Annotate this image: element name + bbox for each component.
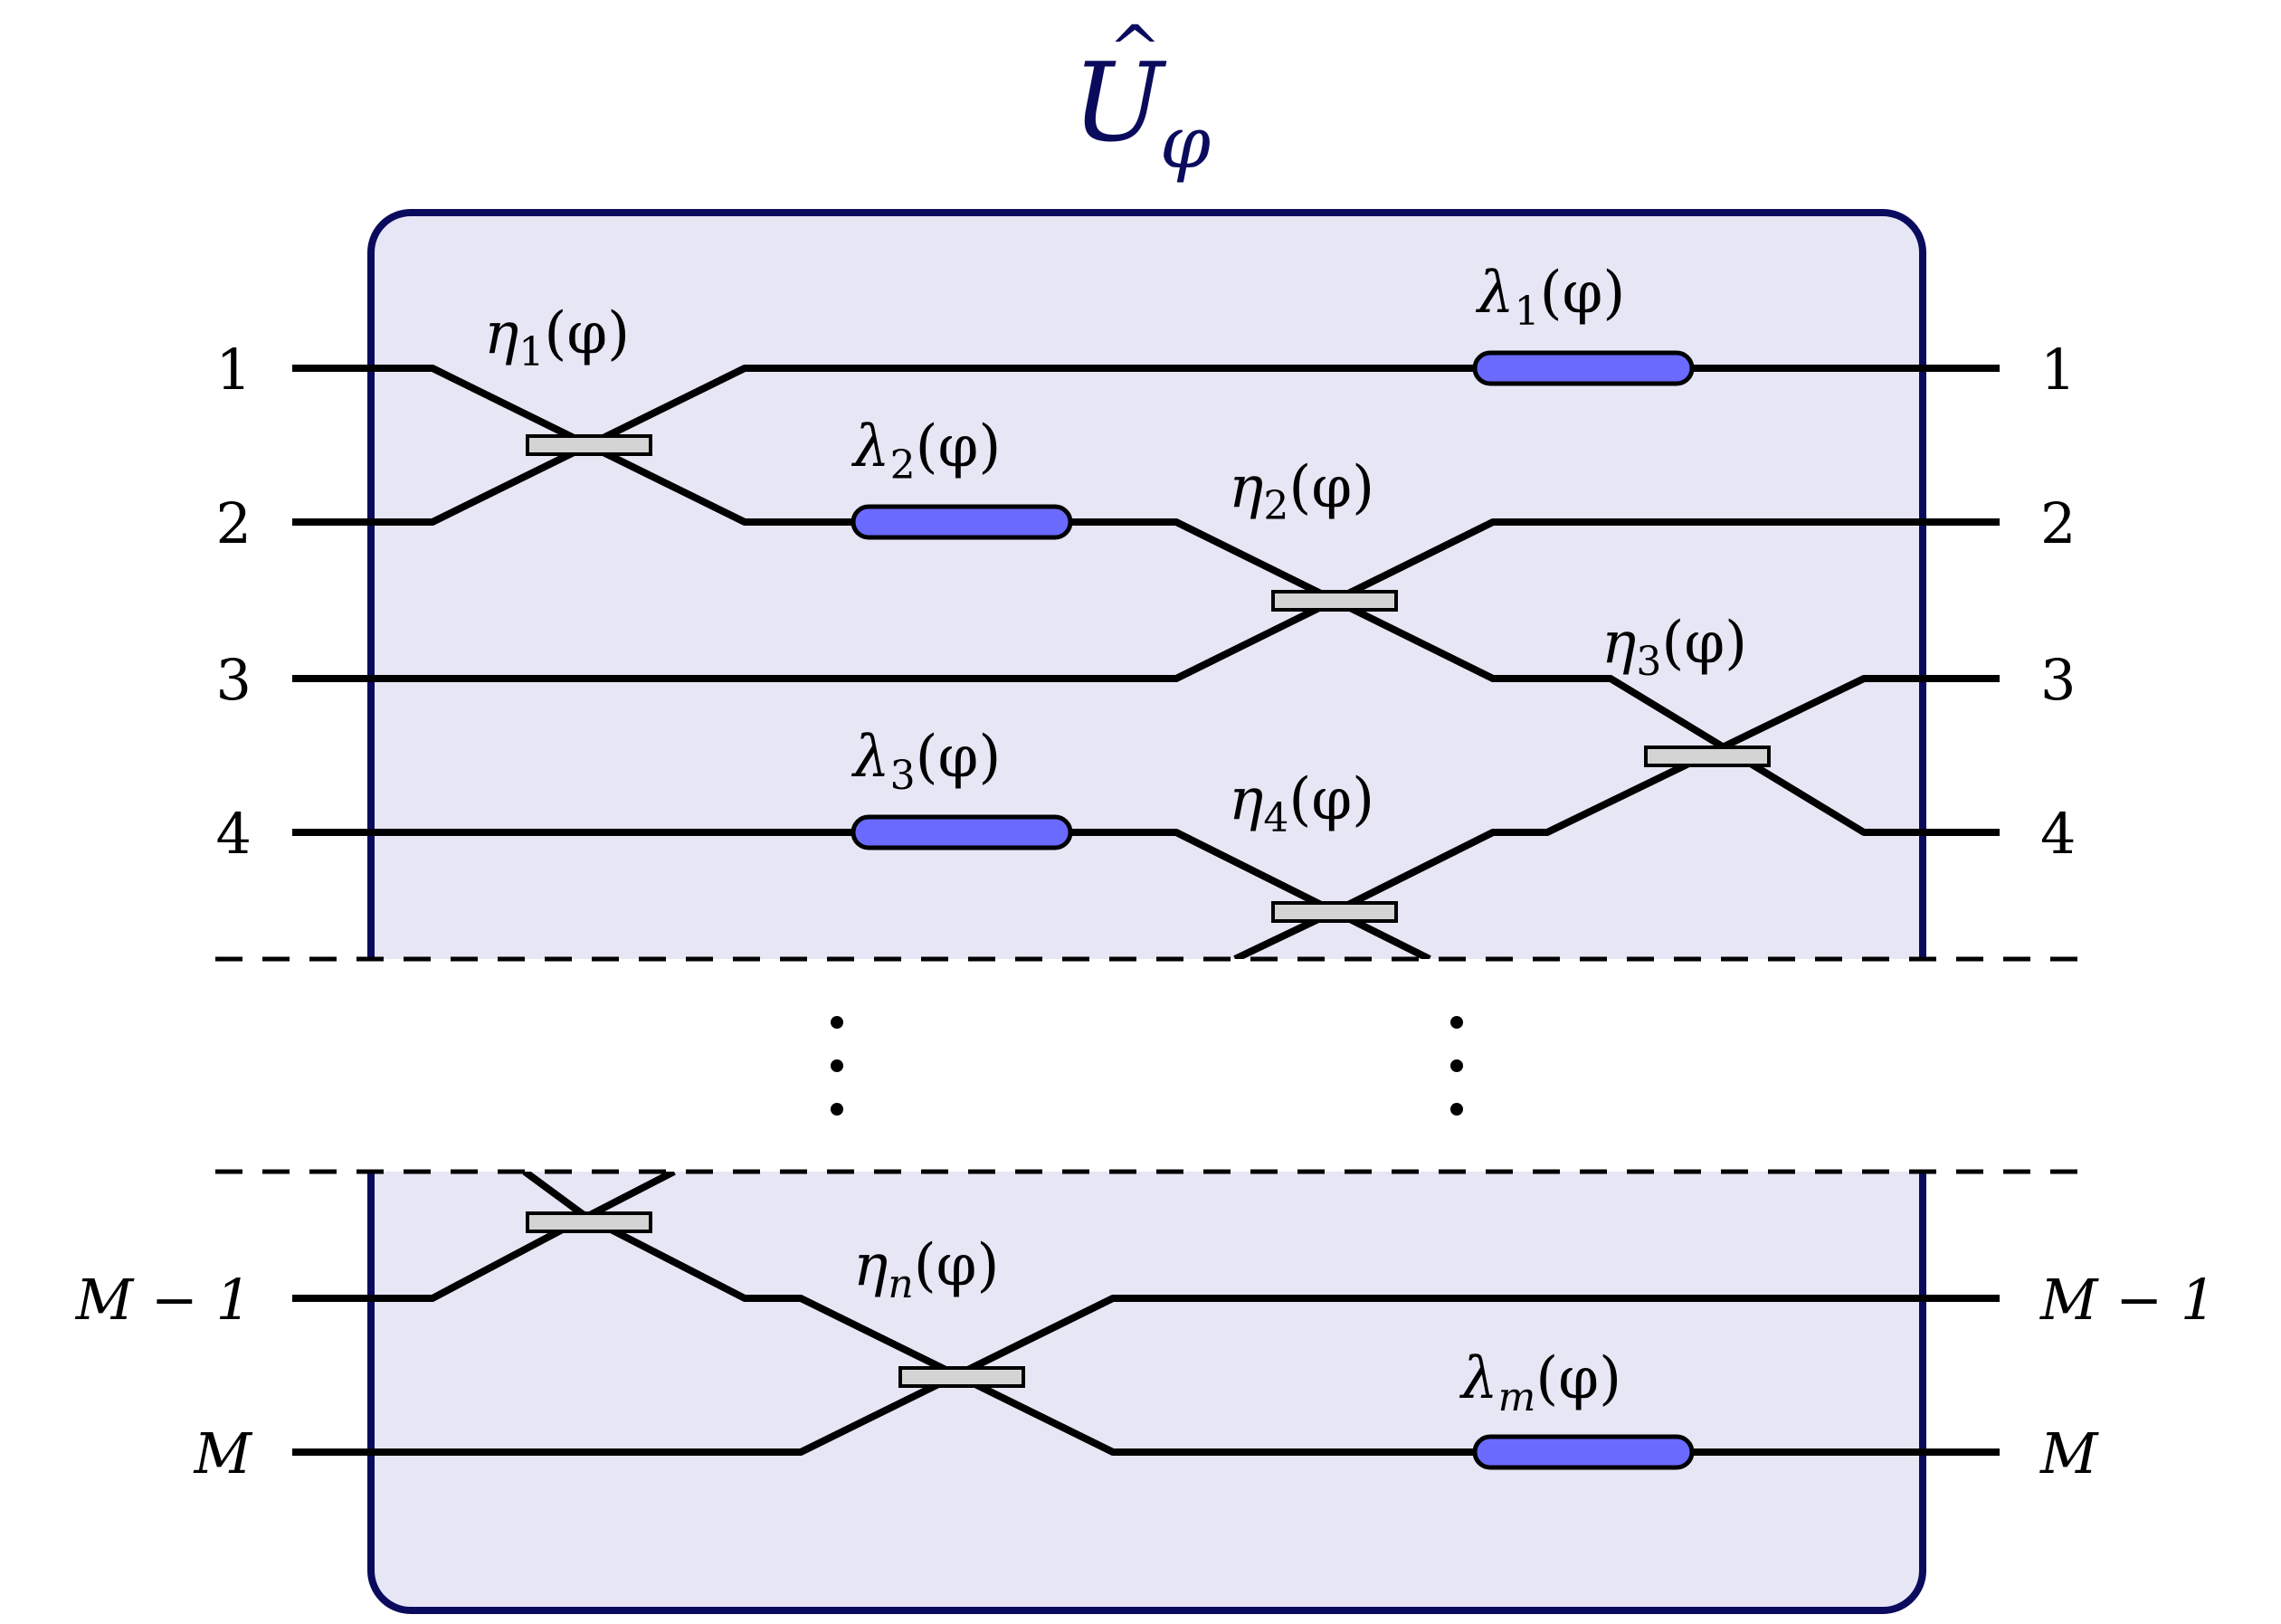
diagram-title: ^ U φ (1072, 12, 1211, 185)
beam-splitter-3 (1644, 746, 1771, 767)
mode-right-m: M (2039, 1420, 2099, 1486)
mode-labels-left: 1 2 3 4 M − 1 M (75, 337, 253, 1486)
phase-shifter-1 (1472, 350, 1695, 386)
phase-shifter-labels: λ1(φ) λ2(φ) λ3(φ) λm(φ) (851, 260, 1625, 1420)
label-lambda-1: λ1(φ) (1475, 260, 1625, 335)
label-lambda-2: λ2(φ) (851, 413, 1001, 489)
title-base: U (1072, 41, 1167, 166)
label-eta-1: η1(φ) (484, 300, 630, 375)
label-eta-3: η3(φ) (1601, 610, 1747, 685)
beam-splitter-labels: η1(φ) η2(φ) η3(φ) η4(φ) ηn(φ) (484, 300, 1747, 1307)
wire-m1-a (522, 1168, 1801, 1456)
mode-left-1: 1 (216, 337, 252, 403)
mode-right-m-minus-1: M − 1 (2039, 1267, 2216, 1333)
wire-m1-b (292, 1168, 676, 1302)
phase-shifters (851, 350, 1695, 1470)
wire-4 (292, 829, 1431, 963)
beam-splitter-n (898, 1366, 1025, 1388)
vertical-ellipsis-left (831, 1016, 843, 1116)
vertical-ellipsis-right (1450, 1016, 1463, 1116)
mode-labels-right: 1 2 3 4 M − 1 M (2039, 337, 2216, 1486)
beam-splitter-4 (1271, 901, 1398, 923)
phase-shifter-m (1472, 1434, 1695, 1470)
beam-splitter-5 (526, 1211, 652, 1233)
phase-shifter-3 (851, 814, 1073, 850)
label-eta-n: ηn(φ) (853, 1232, 999, 1307)
unitary-box (367, 209, 1926, 1614)
label-eta-4: η4(φ) (1229, 766, 1374, 841)
unitary-box-border (367, 209, 1926, 1614)
label-lambda-m: λm(φ) (1459, 1345, 1621, 1420)
label-lambda-3: λ3(φ) (851, 724, 1001, 799)
mode-left-m: M (194, 1420, 253, 1486)
mode-left-2: 2 (216, 490, 252, 556)
unitary-box-fill (371, 213, 1923, 1610)
beam-splitter-1 (526, 434, 652, 456)
truncation-band (0, 959, 2281, 1172)
mode-right-4: 4 (2040, 801, 2076, 867)
phase-shifter-2 (851, 504, 1073, 540)
mode-left-4: 4 (216, 801, 252, 867)
mode-left-3: 3 (216, 647, 252, 713)
title-sub: φ (1160, 100, 1211, 185)
beam-splitters (526, 434, 1771, 1388)
beam-splitter-2 (1271, 590, 1398, 612)
title-hat: ^ (1108, 12, 1162, 86)
mode-right-1: 1 (2040, 337, 2076, 403)
label-eta-2: η2(φ) (1229, 454, 1374, 529)
mode-right-3: 3 (2040, 647, 2076, 713)
mode-left-m-minus-1: M − 1 (75, 1267, 252, 1333)
mode-right-2: 2 (2040, 490, 2076, 556)
